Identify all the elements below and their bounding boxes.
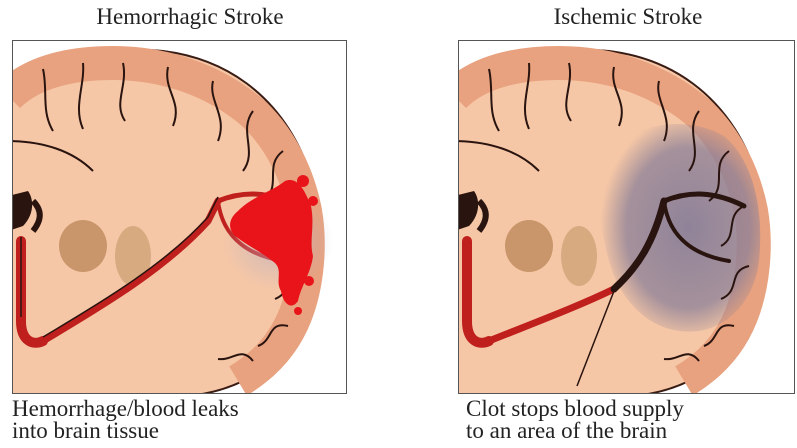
hemorrhagic-stroke-title: Hemorrhagic Stroke (20, 4, 360, 30)
caption-line: into brain tissue (12, 420, 239, 442)
caption-line: Clot stops blood supply (466, 398, 684, 420)
ischemic-stroke-title: Ischemic Stroke (458, 4, 797, 30)
caption-line: Hemorrhage/blood leaks (12, 398, 239, 420)
hemorrhagic-caption: Hemorrhage/blood leaks into brain tissue (12, 398, 239, 442)
caption-line: to an area of the brain (466, 420, 684, 442)
basal-ganglia (59, 220, 107, 272)
hemorrhagic-stroke-illustration (12, 40, 347, 394)
ischemic-caption: Clot stops blood supply to an area of th… (466, 398, 684, 442)
basal-ganglia (505, 220, 553, 272)
ischemic-stroke-illustration (458, 40, 795, 394)
